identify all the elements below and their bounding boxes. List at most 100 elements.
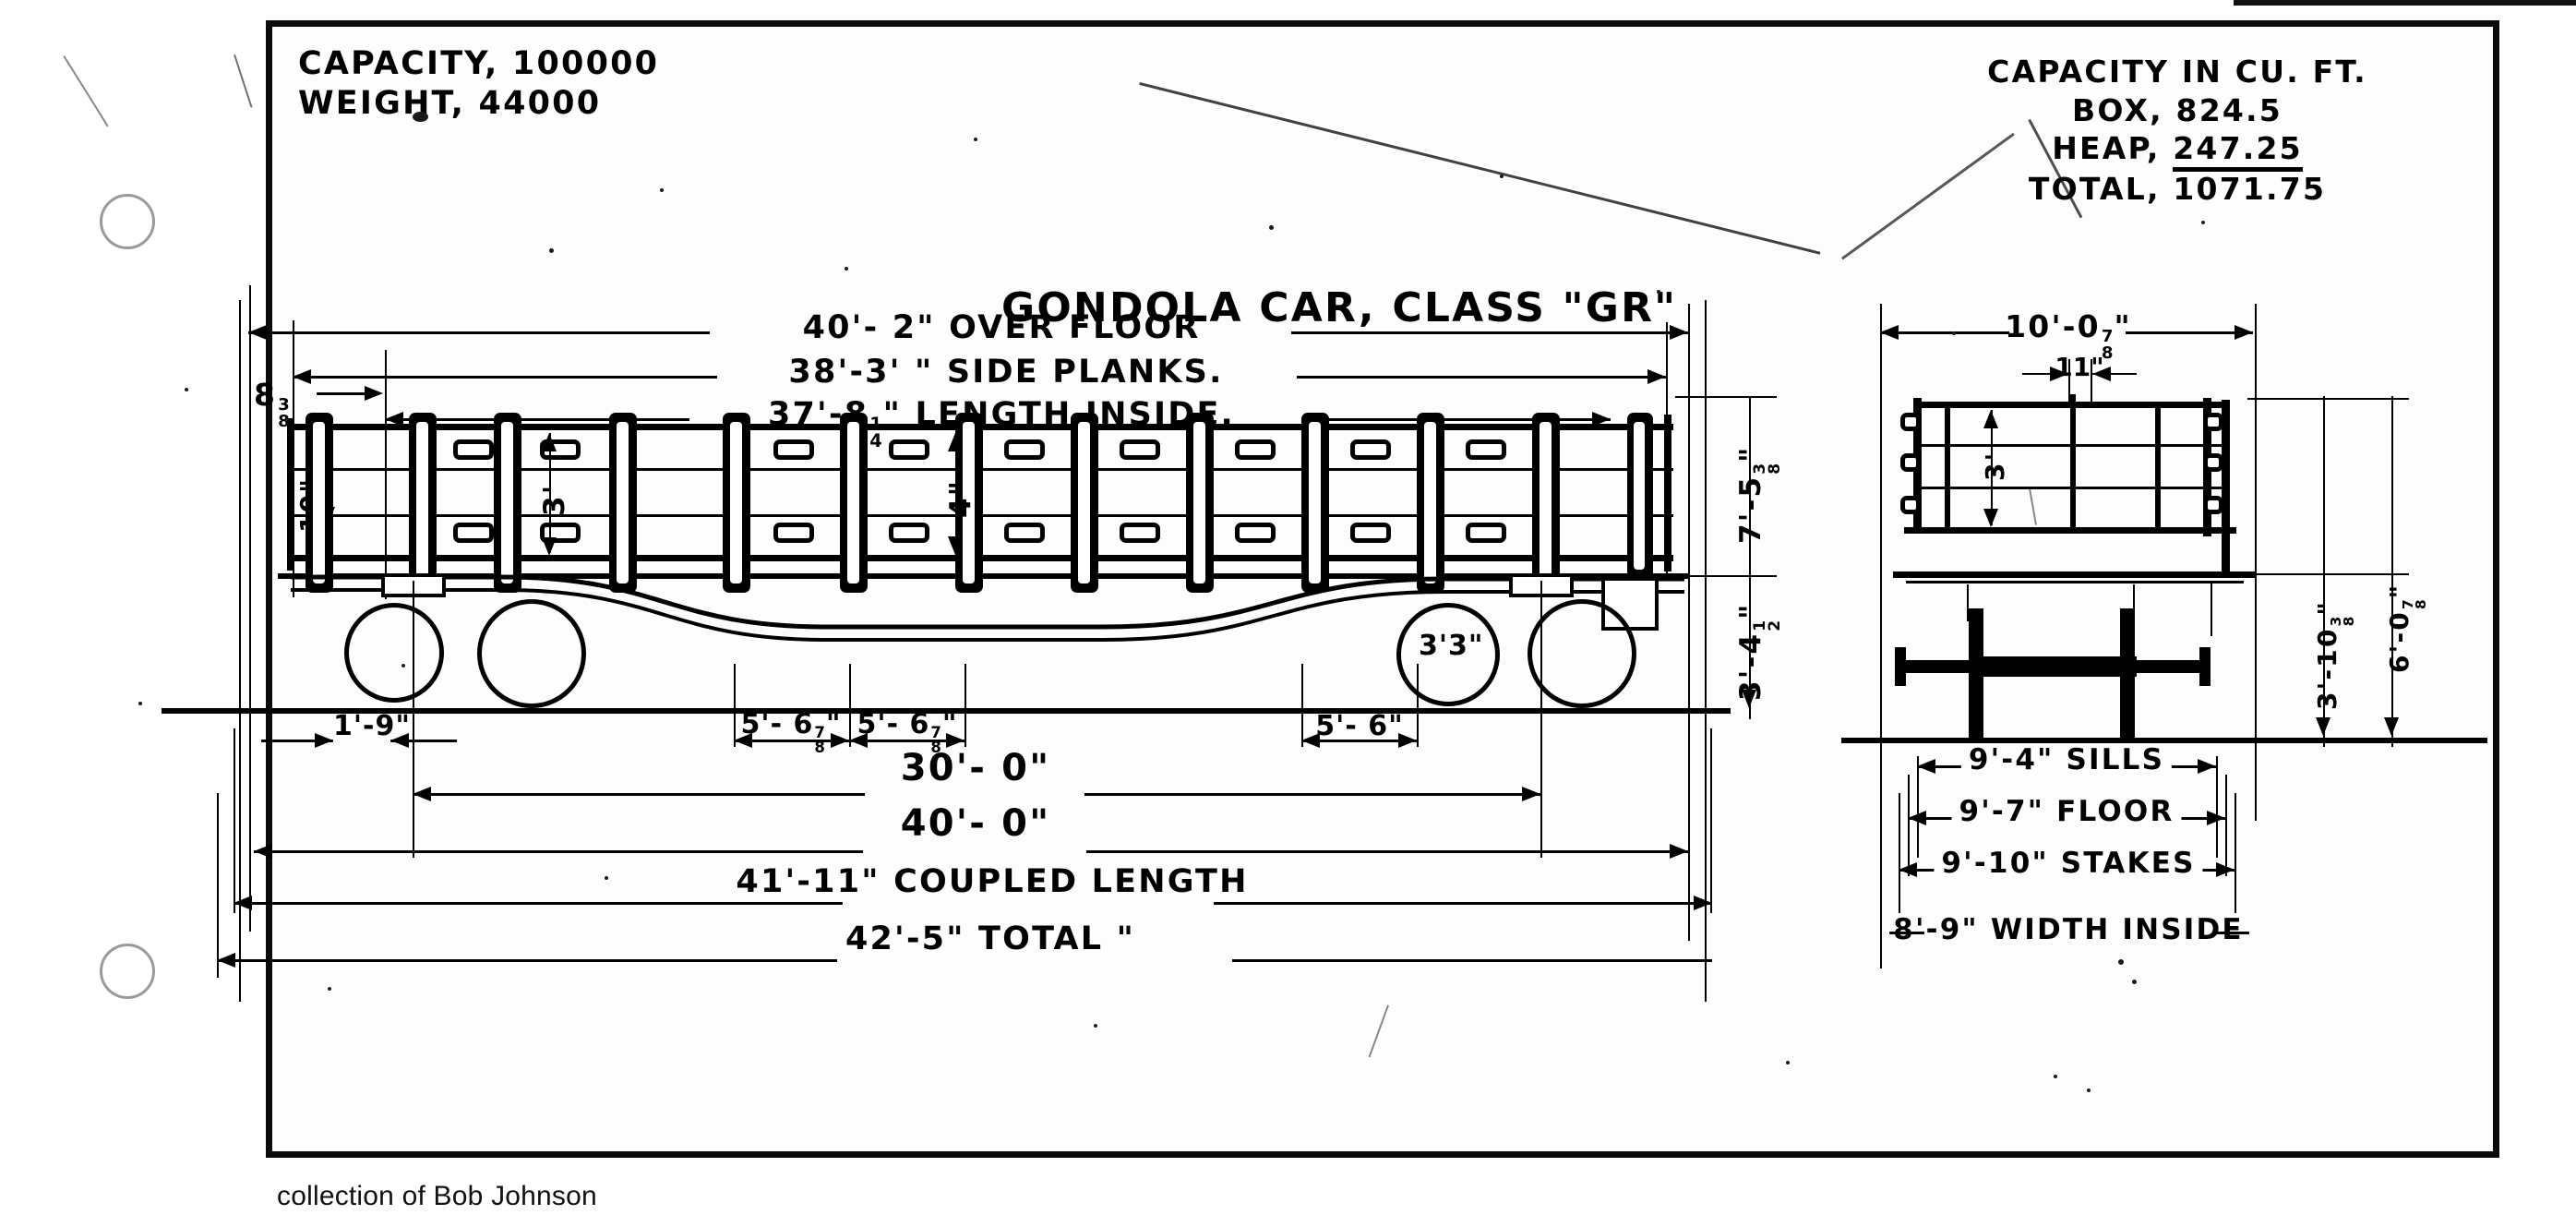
dim-stake-depth-text: 4" xyxy=(944,478,977,518)
margin-speck xyxy=(185,388,188,391)
fraction-numerator: 7 xyxy=(814,723,825,741)
stake-core xyxy=(730,422,742,583)
stake-pocket xyxy=(1120,439,1160,460)
witness-endview-stake-a xyxy=(2068,359,2070,405)
dim-side-height: 3' xyxy=(538,483,571,516)
stake-pocket xyxy=(1466,523,1506,543)
car-floor-line xyxy=(278,573,1688,579)
ink-blot xyxy=(413,112,428,122)
dimline-truck-centers-left xyxy=(413,793,865,796)
dim-endview-height-suffix: " xyxy=(2384,583,2414,599)
dimline-length-inside-left xyxy=(385,418,689,421)
arrowhead-over-floor-right xyxy=(1670,325,1688,340)
fraction-numerator: 3 xyxy=(278,395,290,415)
arrowhead-coupled-left xyxy=(234,896,252,910)
dim-endview-deck-suffix: " xyxy=(2312,599,2342,616)
dim-total-length: 42'-5" TOTAL " xyxy=(845,922,1135,956)
witness-floor-left xyxy=(1908,775,1910,876)
end-post-right xyxy=(1664,415,1671,571)
arrowhead-stake-space-2-left xyxy=(849,733,868,748)
dim-truck-centers: 30'- 0" xyxy=(901,749,1051,788)
capacity-line: CAPACITY, 100000 xyxy=(298,45,660,82)
arrowhead-endview-stake-right xyxy=(2092,367,2111,381)
underframe-sill-profile xyxy=(291,574,1684,642)
witness-coupled-right xyxy=(1710,728,1712,913)
scan-edge-strip-2 xyxy=(2280,0,2557,3)
scan-speck xyxy=(1952,331,1956,335)
dimline-total-left xyxy=(217,959,837,962)
arrowhead-stake-space-3-right xyxy=(1398,733,1417,748)
arrowhead-length-inside-right xyxy=(1592,412,1611,427)
scan-speck xyxy=(605,876,608,880)
dimline-over-sills-right xyxy=(1086,850,1688,853)
end-post-left xyxy=(287,418,294,571)
fraction-denominator: 8 xyxy=(278,411,290,431)
stake-core xyxy=(847,422,859,583)
cuft-heap-label: HEAP, xyxy=(2052,130,2161,167)
dim-side-planks-text: 38'-3' " SIDE PLANKS. xyxy=(788,354,1224,391)
rail-line xyxy=(162,708,1731,714)
witness-height-right xyxy=(1749,396,1751,719)
dim-endview-width-whole: 10'-0 xyxy=(2005,308,2101,344)
dim-over-sills: 40'- 0" xyxy=(901,804,1051,843)
dim-endview-inner-body-text: 3' xyxy=(1980,451,2010,481)
weight-line: WEIGHT, 44000 xyxy=(298,84,602,122)
stake-core xyxy=(617,422,629,583)
endview-deck-underline xyxy=(1906,581,2244,583)
witness-sills-left xyxy=(1917,756,1919,858)
witness-stake-c xyxy=(965,664,966,747)
stake-pocket xyxy=(1466,439,1506,460)
stake-pocket xyxy=(1350,523,1391,543)
dim-stake-space-1-whole: 5'- 6 xyxy=(740,708,814,740)
arrowhead-endview-width-right xyxy=(2235,325,2253,340)
arrowhead-side-height-down xyxy=(542,537,557,556)
dim-endview-floor: 9'-7" FLOOR xyxy=(1951,797,2182,827)
fraction-numerator: 7 xyxy=(2101,327,2114,347)
stake-core xyxy=(963,422,975,583)
scan-speck xyxy=(845,267,848,271)
witness-endview-right xyxy=(2255,304,2257,821)
binder-hole-top xyxy=(100,194,155,249)
scan-scratch xyxy=(1368,1004,1389,1058)
witness-truck-center-left xyxy=(413,581,414,858)
arrowhead-floor-left xyxy=(1908,811,1926,825)
dim-truck-centers-text: 30'- 0" xyxy=(900,747,1051,789)
witness-stakes-right xyxy=(2235,793,2236,913)
dim-endview-inner-body: 3' xyxy=(1980,451,2010,481)
dim-stake-space-2-whole: 5'- 6 xyxy=(857,708,930,740)
stake-core xyxy=(1193,422,1205,583)
fraction-denominator: 4 xyxy=(869,430,882,452)
arrowhead-endview-width-left xyxy=(1880,325,1899,340)
fraction-denominator: 8 xyxy=(814,738,825,756)
dimline-stake-depth xyxy=(955,433,957,553)
dimline-stake-space-1 xyxy=(734,740,849,742)
arrowhead-stakes-right xyxy=(2216,862,2235,877)
dim-side-height-text: 3' xyxy=(538,483,571,516)
dim-endview-inside-width-text: 8'-9" WIDTH INSIDE xyxy=(1893,913,2244,946)
endview-journal-cap-left xyxy=(1895,647,1906,686)
dim-stake-space-1-suffix: " xyxy=(825,708,842,740)
dimline-over-floor-left xyxy=(248,331,710,334)
arrowhead-over-floor-left xyxy=(248,325,267,340)
arrowhead-stake-depth-down xyxy=(948,536,963,555)
endview-journal-cap-right xyxy=(2199,647,2211,686)
arrowhead-stake-space-2-right xyxy=(946,733,965,748)
witness-truck-center-right xyxy=(1540,581,1542,858)
cuft-heading: CAPACITY IN CU. FT. xyxy=(1987,54,2367,90)
stake-pocket xyxy=(889,523,929,543)
scan-scratch xyxy=(234,54,253,108)
arrowhead-side-planks-left xyxy=(293,369,311,384)
arrowhead-over-sills-right xyxy=(1670,844,1688,859)
stake-pocket xyxy=(1120,523,1160,543)
dimline-over-sills-left xyxy=(254,850,863,853)
endview-pocket xyxy=(2203,453,2223,472)
scan-speck xyxy=(549,248,554,253)
stake-core xyxy=(1309,422,1321,583)
dim-endview-height-whole: 6'-0 xyxy=(2384,610,2414,673)
